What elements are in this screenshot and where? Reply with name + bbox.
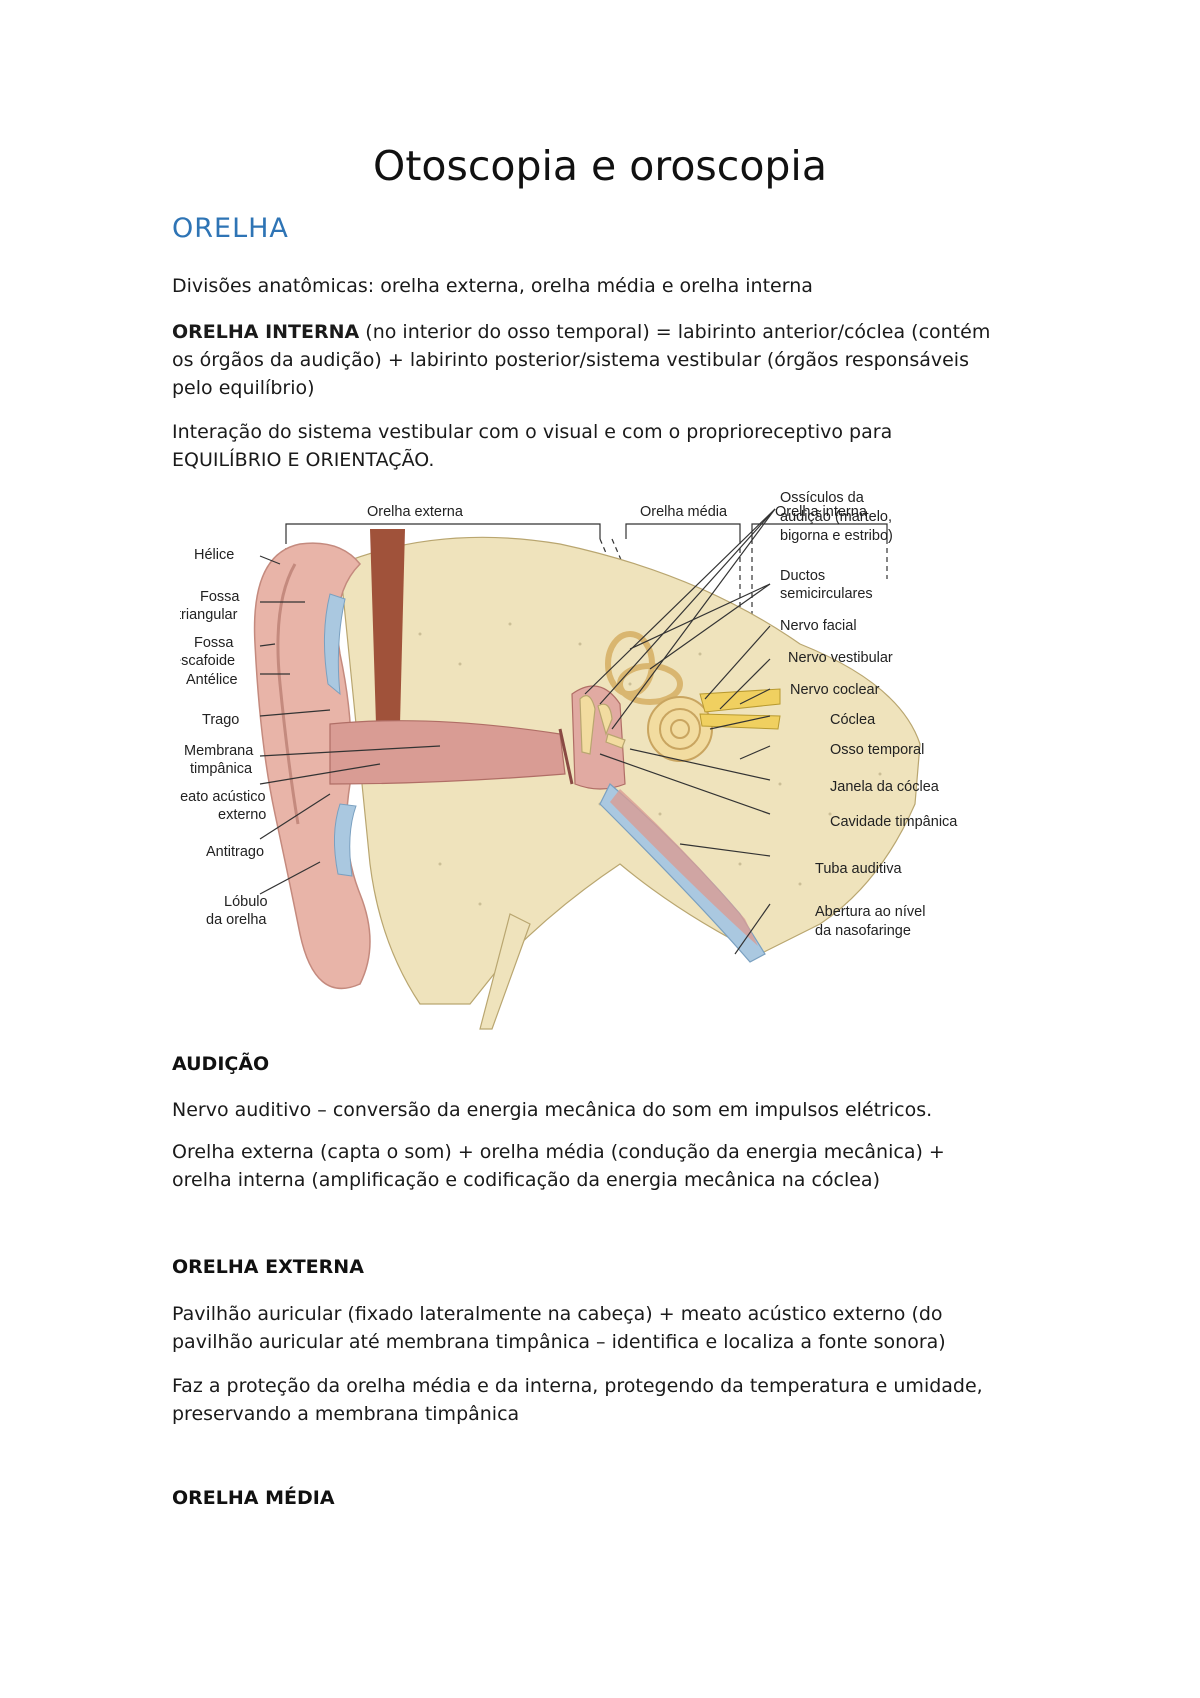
external-acoustic-meatus — [329, 720, 566, 785]
text-line: pavilhão auricular até membrana timpânic… — [172, 1331, 946, 1353]
label-meato-acustico: externo — [218, 807, 266, 823]
paragraph-pavilhao: Pavilhão auricular (fixado lateralmente … — [172, 1300, 1052, 1356]
label-ductos: Ductos — [780, 568, 825, 584]
text-line: (no interior do osso temporal) = labirin… — [365, 321, 991, 343]
text-line: EQUILÍBRIO E ORIENTAÇÃO. — [172, 449, 435, 471]
paragraph-divisions: Divisões anatômicas: orelha externa, ore… — [172, 275, 813, 297]
ear-anatomy-figure: Orelha externa Orelha média Orelha inter… — [180, 484, 1040, 1032]
label-ductos: semicirculares — [780, 586, 873, 602]
tympanic-membrane — [558, 728, 574, 785]
label-ossiculos: bigorna e estribo) — [780, 528, 893, 544]
heading-audicao: AUDIÇÃO — [172, 1053, 270, 1075]
left-leader-lines — [259, 555, 441, 895]
right-leader-lines — [584, 508, 776, 955]
label-ossiculos: audição (martelo, — [780, 509, 892, 525]
label-nervo-vestibular: Nervo vestibular — [788, 650, 893, 666]
paragraph-protecao: Faz a proteção da orelha média e da inte… — [172, 1372, 1052, 1428]
ossicles — [579, 695, 626, 755]
heading-orelha-media: ORELHA MÉDIA — [172, 1487, 335, 1509]
paragraph-nervo-auditivo: Nervo auditivo – conversão da energia me… — [172, 1099, 933, 1121]
muscle-layer — [370, 529, 405, 724]
heading-orelha-externa: ORELHA EXTERNA — [172, 1256, 364, 1278]
canal-cartilage — [333, 803, 357, 877]
text-line: pelo equilíbrio) — [172, 377, 315, 399]
label-janela-coclea: Janela da cóclea — [830, 779, 940, 795]
auricular-cartilage — [323, 593, 346, 696]
text-line: orelha interna (amplificação e codificaç… — [172, 1169, 880, 1191]
bone-texture — [418, 622, 882, 906]
label-nervo-facial: Nervo facial — [780, 618, 857, 634]
ear-anatomy-illustration: Orelha externa Orelha média Orelha inter… — [180, 490, 958, 1030]
label-coclea: Cóclea — [830, 712, 876, 728]
label-meato-acustico: Meato acústico — [180, 789, 266, 805]
paragraph-interacao: Interação do sistema vestibular com o vi… — [172, 418, 1052, 474]
label-cavidade-timpanica: Cavidade timpânica — [830, 814, 958, 830]
label-antitrago: Antitrago — [206, 844, 264, 860]
section-heading-orelha: ORELHA — [172, 213, 289, 244]
styloid-process — [479, 913, 531, 1030]
label-fossa-escafoide: Fossa — [194, 635, 234, 651]
label-membrana-timpanica: timpânica — [190, 761, 253, 777]
text-line: Pavilhão auricular (fixado lateralmente … — [172, 1303, 943, 1325]
tube-mucosa — [610, 789, 758, 946]
bold-term: ORELHA INTERNA — [172, 321, 360, 343]
label-osso-temporal: Osso temporal — [830, 742, 924, 758]
text-line: Orelha externa (capta o som) + orelha mé… — [172, 1141, 945, 1163]
helix-fold — [276, 563, 300, 825]
paragraph-orelhas-funcao: Orelha externa (capta o som) + orelha mé… — [172, 1138, 1052, 1194]
label-fossa-triangular: Fossa — [200, 589, 240, 605]
label-trago: Trago — [202, 712, 239, 728]
cochlea — [647, 696, 713, 762]
region-label-externa: Orelha externa — [367, 504, 464, 520]
label-nervo-coclear: Nervo coclear — [790, 682, 880, 698]
label-antelice: Antélice — [186, 672, 238, 688]
page-title: Otoscopia e oroscopia — [373, 142, 827, 190]
label-tuba-auditiva: Tuba auditiva — [815, 861, 902, 877]
vestibulocochlear-nerve — [699, 688, 781, 713]
label-lobulo: Lóbulo — [224, 894, 268, 910]
region-label-media: Orelha média — [640, 504, 728, 520]
label-abertura: Abertura ao nível — [815, 904, 925, 920]
label-lobulo: da orelha — [206, 912, 267, 928]
label-abertura: da nasofaringe — [815, 923, 911, 939]
label-fossa-triangular: triangular — [180, 607, 238, 623]
label-membrana-timpanica: Membrana — [184, 743, 254, 759]
paragraph-orelha-interna: ORELHA INTERNA (no interior do osso temp… — [172, 318, 1052, 402]
text-line: Faz a proteção da orelha média e da inte… — [172, 1375, 983, 1397]
label-helice: Hélice — [194, 547, 234, 563]
text-line: preservando a membrana timpânica — [172, 1403, 520, 1425]
region-label-interna: Orelha interna — [775, 504, 868, 520]
text-line: os órgãos da audição) + labirinto poster… — [172, 349, 969, 371]
text-line: Interação do sistema vestibular com o vi… — [172, 421, 893, 443]
label-fossa-escafoide: escafoide — [180, 653, 235, 669]
label-ossiculos: Ossículos da — [780, 490, 865, 506]
semicircular-canals — [605, 631, 683, 705]
